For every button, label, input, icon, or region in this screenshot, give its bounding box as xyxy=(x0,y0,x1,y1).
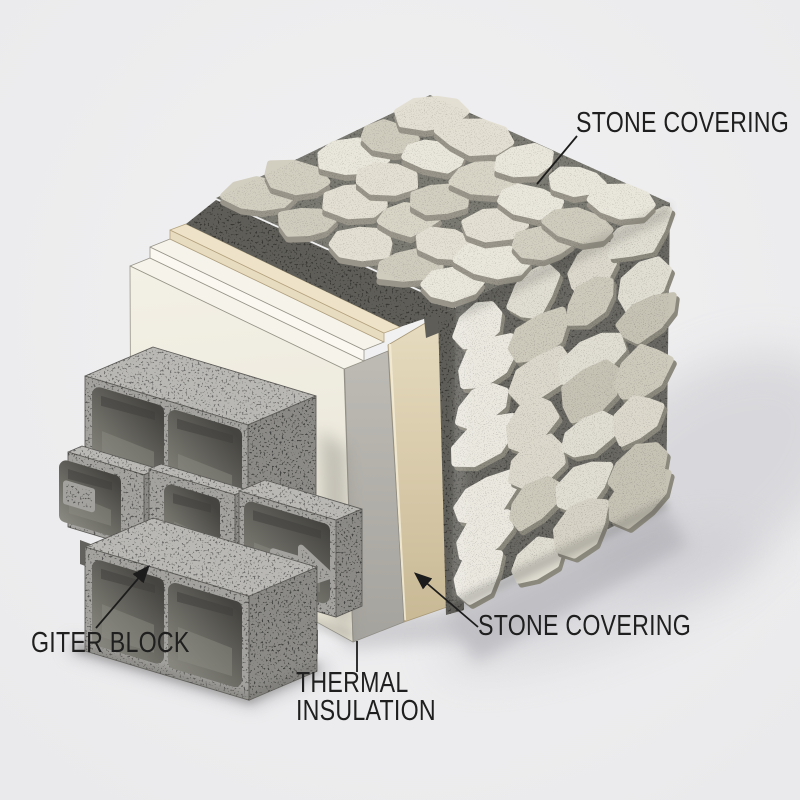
backing-notch xyxy=(424,311,441,338)
speckle-overlay xyxy=(85,518,317,597)
speckle-overlay xyxy=(239,480,362,521)
speckle-overlay xyxy=(85,347,316,425)
label-thermal-line1: THERMAL xyxy=(296,667,409,699)
speckle-overlay xyxy=(336,509,362,618)
hole-top-shadow xyxy=(101,568,155,593)
speckle-overlay xyxy=(66,483,92,510)
speckle-overlay xyxy=(149,464,247,495)
speckle-overlay xyxy=(186,200,456,327)
leader-lines xyxy=(95,135,578,672)
hole-top-shadow xyxy=(173,493,211,513)
giter-block xyxy=(84,517,318,701)
hole-inner-wall xyxy=(178,626,232,677)
label-giter-block: GITER BLOCK xyxy=(31,627,190,659)
panel-top-strips xyxy=(129,200,456,370)
label-thermal-insulation: THERMAL INSULATION xyxy=(296,667,436,727)
speckle-overlay xyxy=(452,203,670,604)
stone-bottom-contact xyxy=(452,499,668,612)
leader-giter-block xyxy=(95,564,150,629)
hole-top-shadow xyxy=(68,469,112,491)
backing-edge-highlight xyxy=(388,343,407,621)
stone-corner-light xyxy=(452,300,468,604)
speckle-overlay xyxy=(216,95,670,306)
hole-top-shadow xyxy=(177,591,233,617)
leader-stone-covering-top xyxy=(536,135,578,185)
label-stone-covering-bottom: STONE COVERING xyxy=(478,610,692,642)
speckle-overlay xyxy=(249,567,317,701)
stone-top-ao xyxy=(456,203,670,321)
hole-top-shadow xyxy=(101,395,155,420)
hole-inner-wall xyxy=(102,604,154,653)
hole-top-shadow xyxy=(177,418,233,444)
stone-base-shadow xyxy=(446,505,688,662)
hole-top-shadow xyxy=(253,510,321,539)
leader-stone-covering-bottom xyxy=(413,572,479,628)
giter-block-stack xyxy=(59,346,363,704)
speckle-overlay xyxy=(68,446,158,475)
label-stone-covering-top: STONE COVERING xyxy=(576,107,790,139)
stone-covering-cube xyxy=(216,95,680,612)
label-thermal-line2: INSULATION xyxy=(296,695,436,727)
